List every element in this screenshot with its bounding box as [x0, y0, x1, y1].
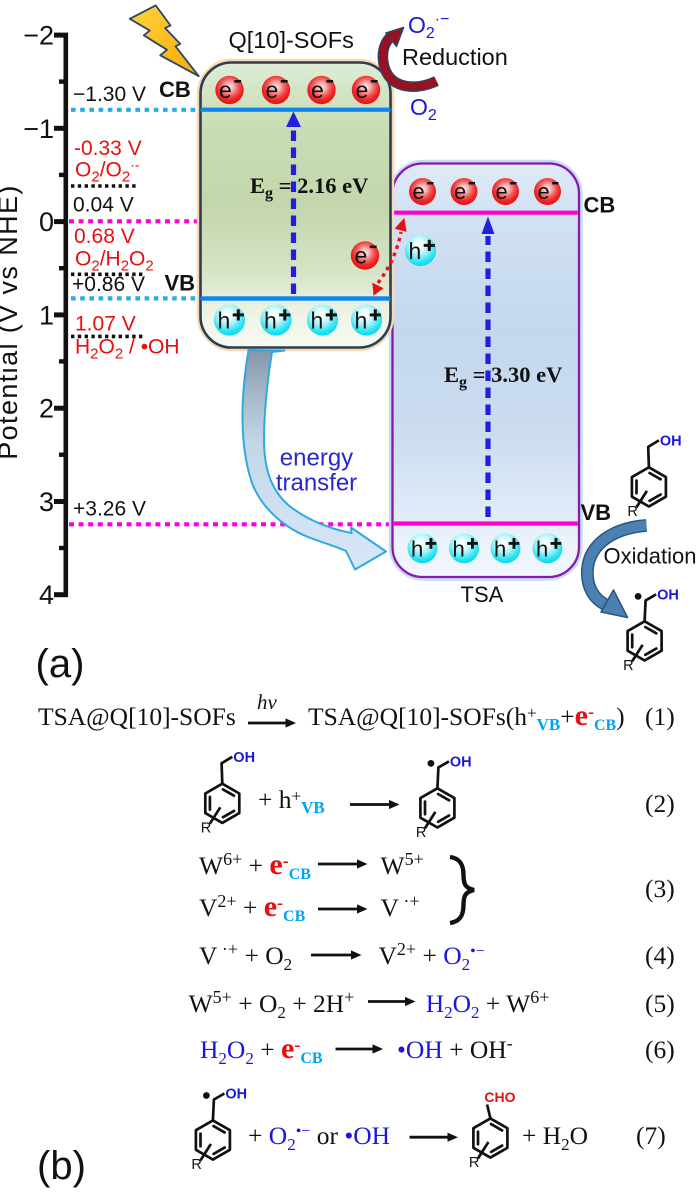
svg-text:O2/H2O2: O2/H2O2: [75, 248, 154, 275]
svg-text:(4): (4): [645, 941, 675, 970]
svg-text:+ H2O: + H2O: [522, 1121, 588, 1154]
svg-text:−2: −2: [23, 21, 54, 51]
svg-text:V ·+: V ·+: [381, 891, 420, 922]
svg-text:VB: VB: [581, 500, 612, 525]
svg-text:0.04 V: 0.04 V: [73, 194, 134, 217]
svg-text:energy: energy: [280, 445, 353, 472]
svg-text:Reduction: Reduction: [402, 44, 508, 70]
svg-text:O2: O2: [410, 94, 437, 124]
svg-text:CB: CB: [584, 193, 616, 218]
svg-text:−1: −1: [23, 114, 54, 144]
svg-text:1: 1: [39, 300, 54, 330]
svg-text:(6): (6): [645, 1035, 675, 1064]
svg-text:TSA@Q[10]-SOFs: TSA@Q[10]-SOFs: [38, 702, 236, 731]
svg-text:V2+ + O2•−: V2+ + O2•−: [379, 939, 485, 974]
svg-text:+3.26 V: +3.26 V: [73, 498, 146, 521]
svg-text:-0.33 V: -0.33 V: [74, 137, 142, 160]
svg-text:CB: CB: [159, 77, 191, 102]
svg-text:Q[10]-SOFs: Q[10]-SOFs: [229, 27, 354, 53]
svg-text:hv: hv: [257, 690, 278, 714]
svg-text:transfer: transfer: [276, 470, 357, 497]
svg-text:V ·+ + O2: V ·+ + O2: [199, 939, 292, 974]
svg-text:O2/O2·-: O2/O2·-: [75, 157, 140, 186]
svg-text:H2O2 / •OH: H2O2 / •OH: [75, 336, 180, 363]
svg-text:(2): (2): [645, 789, 675, 818]
svg-text:(7): (7): [636, 1121, 666, 1150]
svg-text:(5): (5): [645, 989, 675, 1018]
svg-text:(a): (a): [36, 642, 85, 686]
svg-text:−1.30 V: −1.30 V: [73, 83, 146, 106]
svg-text:0.68 V: 0.68 V: [74, 225, 135, 248]
svg-text:(1): (1): [645, 702, 675, 731]
svg-text:0: 0: [39, 207, 54, 237]
svg-text:V2+ + e-CB: V2+ + e-CB: [199, 890, 306, 925]
svg-text:+ h+VB: + h+VB: [258, 785, 325, 817]
svg-text:O2·−: O2·−: [408, 11, 449, 42]
svg-text:H2O2 + e-CB: H2O2 + e-CB: [200, 1032, 323, 1068]
svg-text:(3): (3): [645, 874, 675, 903]
svg-text:W5+ + O2 + 2H+: W5+ + O2 + 2H+: [189, 987, 355, 1022]
svg-text:•OH + OH-: •OH + OH-: [397, 1033, 513, 1064]
svg-text:+ O2•− or •OH: + O2•− or •OH: [248, 1121, 390, 1154]
svg-text:Potential (V vs NHE): Potential (V vs NHE): [0, 184, 23, 460]
svg-text:Oxidation: Oxidation: [604, 544, 697, 569]
svg-text:W5+: W5+: [381, 849, 424, 880]
svg-text:(b): (b): [37, 1144, 86, 1188]
svg-text:1.07 V: 1.07 V: [75, 313, 136, 336]
svg-text:H2O2 + W6+: H2O2 + W6+: [426, 987, 550, 1022]
svg-text:2: 2: [39, 394, 54, 424]
svg-text:3: 3: [39, 487, 54, 517]
svg-text:TSA@Q[10]-SOFs(h+VB+e-CB): TSA@Q[10]-SOFs(h+VB+e-CB): [308, 699, 625, 734]
svg-text:TSA: TSA: [461, 582, 504, 607]
svg-text:VB: VB: [165, 271, 196, 296]
svg-text:4: 4: [39, 580, 54, 610]
svg-text:+0.86 V: +0.86 V: [72, 273, 145, 296]
svg-text:W6+ + e-CB: W6+ + e-CB: [199, 848, 311, 883]
